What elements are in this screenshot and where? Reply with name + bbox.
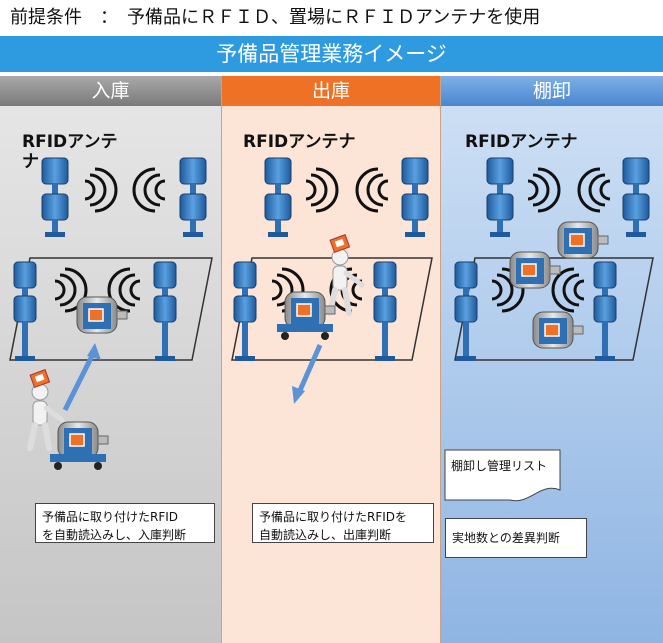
receiving-note-line2: を自動読込みし、入庫判断 (42, 528, 187, 542)
spare-part-motor-icon (284, 291, 336, 329)
signal-wave-icon (355, 167, 390, 213)
shipping-note-line1: 予備品に取り付けたRFIDを (259, 510, 408, 524)
spare-part-motor-icon (532, 311, 584, 349)
page-title: 予備品管理業務イメージ (0, 36, 663, 72)
signal-wave-icon (577, 167, 612, 213)
signal-wave-icon (551, 267, 586, 313)
receiving-note: 予備品に取り付けたRFID を自動読込みし、入庫判断 (35, 503, 215, 543)
inventory-note: 実地数との差異判断 (445, 518, 587, 558)
storage-area-outline (231, 257, 433, 361)
signal-wave-icon (132, 167, 167, 213)
rfid-antenna-icon (13, 261, 37, 362)
shipping-note: 予備品に取り付けたRFIDを 自動読込みし、出庫判断 (252, 503, 434, 543)
rfid-antenna-icon (373, 261, 397, 362)
column-title-receiving: 入庫 (0, 76, 221, 106)
spare-part-motor-icon (57, 421, 109, 459)
rfid-antenna-icon (264, 157, 292, 238)
arrow-icon (295, 343, 323, 397)
rfid-antenna-icon (179, 157, 207, 238)
column-title-shipping: 出庫 (222, 76, 440, 106)
rfid-antenna-icon (593, 261, 617, 362)
rfid-antenna-icon (41, 157, 69, 238)
inventory-doc-label: 棚卸し管理リスト (451, 459, 548, 473)
signal-wave-icon (304, 167, 339, 213)
signal-wave-icon (526, 167, 561, 213)
rfid-antenna-icon (153, 261, 177, 362)
rfid-antenna-icon (233, 261, 257, 362)
worker-with-cart-icon (330, 235, 362, 313)
spare-part-motor-icon (76, 296, 128, 334)
inventory-scene (444, 157, 654, 502)
worker-with-cart-icon (30, 370, 62, 448)
rfid-antenna-icon (401, 157, 429, 238)
receiving-note-line1: 予備品に取り付けたRFID (42, 510, 179, 524)
premise-text: 前提条件 ： 予備品にＲＦＩＤ、置場にＲＦＩＤアンテナを使用 (0, 0, 663, 36)
document-icon (444, 449, 561, 502)
rfid-antenna-icon (486, 157, 514, 238)
rfid-antenna-icon (622, 157, 650, 238)
receiving-scene (9, 157, 213, 470)
storage-area-outline (454, 257, 654, 361)
shipping-note-line2: 自動読込みし、出庫判断 (259, 528, 392, 542)
antenna-label-receiving: RFIDアンテナ (22, 132, 118, 172)
arrow-icon (62, 348, 98, 412)
column-title-inventory: 棚卸 (441, 76, 663, 106)
spare-part-motor-icon (557, 221, 609, 259)
antenna-label-shipping: RFIDアンテナ (243, 132, 356, 152)
storage-area-outline (9, 257, 213, 361)
shipping-scene (231, 157, 433, 404)
antenna-label-inventory: RFIDアンテナ (465, 132, 578, 152)
signal-wave-icon (83, 167, 118, 213)
inventory-note-line1: 実地数との差異判断 (452, 531, 560, 545)
